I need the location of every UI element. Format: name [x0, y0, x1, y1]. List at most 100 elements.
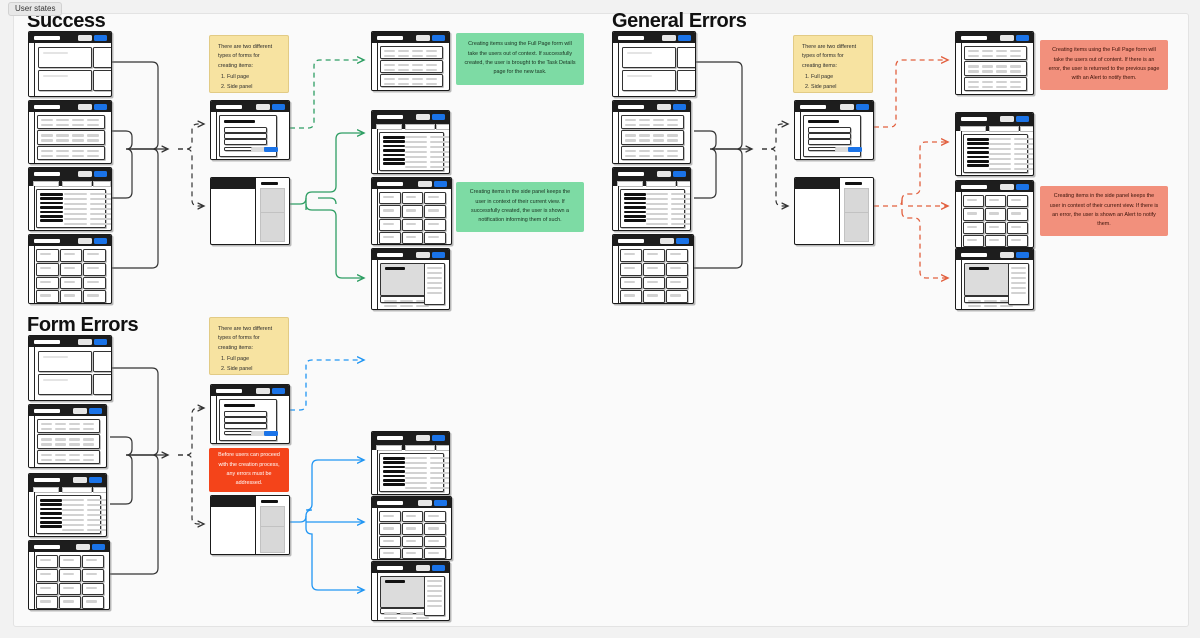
grid-card[interactable]: [36, 555, 58, 568]
primary-button[interactable]: [676, 238, 689, 244]
list-row-active[interactable]: [383, 136, 405, 139]
grid-card[interactable]: [379, 523, 401, 535]
grid-card[interactable]: [620, 276, 642, 290]
split-list-card[interactable]: [620, 189, 690, 228]
grid-card[interactable]: [985, 208, 1006, 221]
grid-card[interactable]: [424, 205, 446, 218]
list-row-active[interactable]: [383, 158, 405, 161]
list-group[interactable]: [380, 74, 443, 87]
screen-details-form-error[interactable]: [371, 561, 450, 621]
list-row-active[interactable]: [40, 525, 62, 528]
form-input[interactable]: [808, 127, 851, 133]
secondary-button[interactable]: [78, 35, 92, 41]
sub-bar-cell[interactable]: [960, 125, 986, 132]
grid-card[interactable]: [1007, 234, 1028, 247]
sub-bar-cell[interactable]: [93, 486, 106, 493]
full-page-form-card[interactable]: [219, 399, 278, 441]
sub-bar-cell[interactable]: [405, 123, 435, 130]
grid-card[interactable]: [666, 276, 688, 290]
grid-card[interactable]: [401, 218, 424, 231]
side-card[interactable]: [92, 70, 111, 91]
secondary-button[interactable]: [256, 388, 270, 394]
sub-bar-cell[interactable]: [1020, 125, 1033, 132]
sub-bar-cell[interactable]: [405, 444, 435, 451]
list-group[interactable]: [964, 61, 1027, 76]
grid-card[interactable]: [666, 249, 688, 262]
list-row-active[interactable]: [40, 215, 63, 218]
primary-button[interactable]: [432, 565, 445, 571]
screen-grid-result[interactable]: [371, 177, 452, 245]
sub-bar-cell[interactable]: [376, 123, 402, 130]
split-list-card[interactable]: [379, 132, 449, 171]
primary-button[interactable]: [272, 388, 285, 394]
grid-card[interactable]: [401, 523, 424, 535]
panel-field-block[interactable]: [260, 526, 285, 553]
screen-grid-form-error[interactable]: [371, 496, 452, 560]
screen-full-page-form[interactable]: [794, 100, 874, 160]
list-row-active[interactable]: [383, 479, 405, 482]
primary-button[interactable]: [432, 252, 445, 258]
secondary-button[interactable]: [416, 435, 430, 441]
screen-split-result[interactable]: [371, 110, 450, 174]
primary-button[interactable]: [94, 339, 107, 345]
grid-card[interactable]: [379, 547, 401, 559]
secondary-button[interactable]: [662, 35, 676, 41]
screen-side-panel-form[interactable]: [210, 177, 290, 245]
grid-card[interactable]: [643, 262, 665, 276]
sub-bar-cell[interactable]: [93, 180, 111, 187]
primary-button[interactable]: [92, 544, 105, 550]
grid-card[interactable]: [83, 262, 106, 276]
form-input[interactable]: [224, 417, 267, 423]
list-group[interactable]: [37, 115, 105, 130]
grid-card[interactable]: [379, 192, 401, 205]
grid-card[interactable]: [59, 276, 83, 290]
grid-card[interactable]: [985, 221, 1006, 234]
screen-list[interactable]: [28, 404, 107, 468]
submit-button[interactable]: [847, 147, 862, 152]
secondary-button[interactable]: [657, 104, 671, 110]
grid-card[interactable]: [424, 547, 446, 559]
primary-button[interactable]: [1016, 252, 1029, 258]
secondary-button[interactable]: [78, 104, 92, 110]
secondary-button[interactable]: [416, 252, 430, 258]
full-page-form-card[interactable]: [803, 115, 862, 157]
screen-full-page-form[interactable]: [210, 100, 290, 160]
content-card[interactable]: [38, 374, 92, 395]
sub-bar-cell[interactable]: [33, 180, 59, 187]
list-group[interactable]: [380, 46, 443, 59]
list-row-active[interactable]: [624, 210, 646, 214]
secondary-button[interactable]: [76, 544, 90, 550]
content-card[interactable]: [38, 70, 92, 91]
grid-card[interactable]: [620, 249, 642, 262]
list-row-active[interactable]: [624, 193, 646, 196]
list-row-active[interactable]: [383, 470, 405, 473]
split-list-card[interactable]: [379, 453, 449, 492]
list-row-active[interactable]: [40, 197, 63, 200]
split-list-card[interactable]: [36, 495, 106, 534]
secondary-button[interactable]: [73, 477, 87, 483]
grid-card[interactable]: [1007, 208, 1028, 221]
sub-bar-cell[interactable]: [617, 180, 643, 187]
sub-bar-cell[interactable]: [62, 486, 92, 493]
list-row-active[interactable]: [40, 210, 63, 214]
list-group[interactable]: [964, 76, 1027, 91]
list-row-active[interactable]: [624, 201, 646, 205]
board-tag-user-states[interactable]: User states: [8, 2, 63, 16]
grid-card[interactable]: [36, 582, 58, 596]
grid-card[interactable]: [424, 218, 446, 231]
cancel-button[interactable]: [251, 431, 266, 436]
screen-dashboard[interactable]: [28, 335, 112, 401]
form-input[interactable]: [808, 133, 851, 139]
primary-button[interactable]: [856, 104, 869, 110]
grid-card[interactable]: [963, 208, 984, 221]
grid-card[interactable]: [401, 535, 424, 547]
grid-card[interactable]: [1007, 195, 1028, 208]
secondary-button[interactable]: [416, 565, 430, 571]
list-row-active[interactable]: [383, 465, 405, 469]
side-card[interactable]: [92, 374, 111, 395]
list-group[interactable]: [621, 130, 684, 145]
primary-button[interactable]: [673, 104, 686, 110]
grid-card[interactable]: [620, 262, 642, 276]
sub-bar-cell[interactable]: [33, 486, 59, 493]
screen-card-grid[interactable]: [28, 234, 112, 304]
